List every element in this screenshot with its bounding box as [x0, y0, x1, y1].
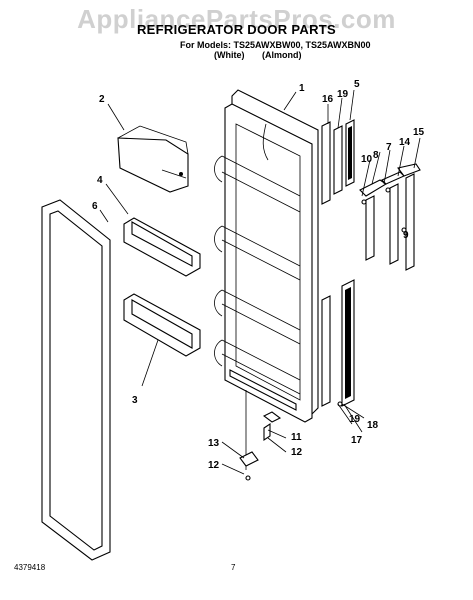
callout-8: 8 — [373, 150, 379, 161]
callout-19-upper: 19 — [337, 89, 349, 100]
callout-19-lower: 19 — [349, 414, 361, 425]
callout-7: 7 — [386, 142, 392, 153]
callout-16: 16 — [322, 94, 334, 105]
variant-almond-label: (Almond) — [262, 50, 302, 60]
callout-13: 13 — [208, 438, 220, 449]
callout-15: 15 — [413, 127, 425, 138]
callout-18: 18 — [367, 420, 379, 431]
handle-trim-lower — [321, 279, 355, 407]
callout-10: 10 — [361, 154, 373, 165]
callout-12-upper: 12 — [291, 447, 303, 458]
callout-14: 14 — [399, 137, 411, 148]
callout-9: 9 — [403, 230, 409, 241]
door-gasket — [41, 199, 111, 561]
door-bin-upper — [123, 217, 201, 277]
callout-5: 5 — [354, 79, 360, 90]
callout-1: 1 — [299, 83, 305, 94]
callout-12-lower: 12 — [208, 460, 220, 471]
watermark: AppliancePartsPros.com — [77, 4, 396, 34]
callout-4: 4 — [97, 175, 103, 186]
model-list: For Models: TS25AWXBW00, TS25AWXBN00 — [180, 40, 371, 50]
door-bin-lower — [123, 293, 201, 357]
leader-lines — [99, 89, 421, 475]
dairy-compartment — [117, 125, 189, 193]
callout-17: 17 — [351, 435, 363, 446]
callout-11: 11 — [291, 432, 302, 443]
lower-hinge-hardware — [239, 390, 282, 481]
callout-labels: 1 2 3 4 5 6 7 8 9 10 11 12 12 13 14 15 1… — [92, 79, 425, 471]
door-handle-assembly — [359, 163, 421, 271]
callout-6: 6 — [92, 201, 98, 212]
callout-2: 2 — [99, 94, 105, 105]
page-number: 7 — [231, 563, 236, 572]
refrigerator-door — [214, 89, 319, 423]
diagram-title: REFRIGERATOR DOOR PARTS — [136, 22, 337, 37]
handle-trim-upper — [321, 119, 355, 205]
variant-white-label: (White) — [214, 50, 245, 60]
callout-3: 3 — [132, 395, 138, 406]
document-number: 4379418 — [14, 563, 46, 572]
